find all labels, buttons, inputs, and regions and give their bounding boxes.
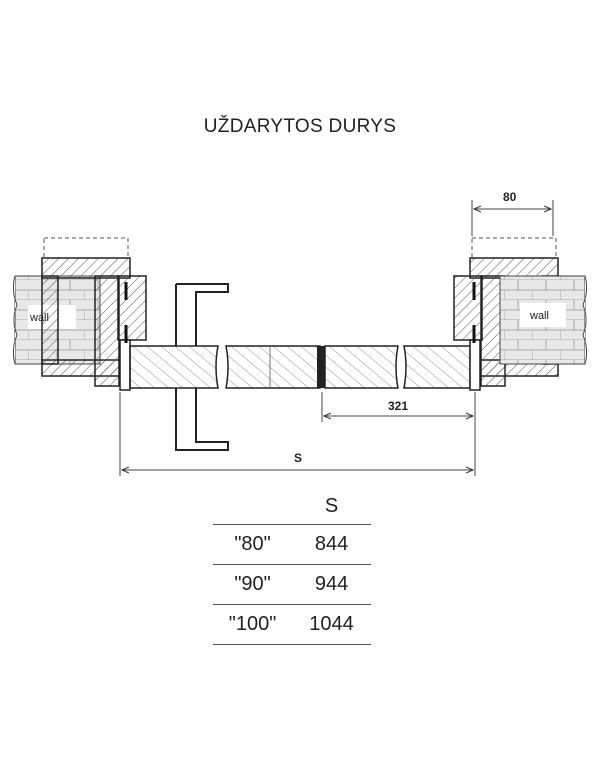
dim-321-label: 321 bbox=[388, 399, 408, 413]
table-cell-size: "100" bbox=[213, 604, 293, 645]
dimension-lines bbox=[119, 200, 554, 476]
left-frame bbox=[41, 237, 147, 391]
right-wall-label: wall bbox=[529, 310, 549, 322]
table-header-size bbox=[213, 488, 292, 525]
table-row: "100" 1044 bbox=[213, 604, 371, 645]
dim-80-label: 80 bbox=[503, 190, 517, 204]
door-section-drawing: wall bbox=[12, 190, 588, 476]
table-row: "90" 944 bbox=[213, 564, 371, 605]
table-cell-s: 944 bbox=[292, 564, 371, 605]
drawing-title: UŽDARYTOS DURYS bbox=[203, 116, 397, 137]
dim-s-label: S bbox=[294, 451, 302, 465]
table-cell-s: 1044 bbox=[292, 604, 371, 645]
table-header-row: S bbox=[213, 488, 371, 525]
table-cell-s: 844 bbox=[292, 524, 371, 565]
table-cell-size: "90" bbox=[213, 564, 293, 605]
table-header-s: S bbox=[324, 494, 339, 517]
door-leaves bbox=[129, 345, 471, 389]
door-handle bbox=[175, 283, 229, 451]
size-table: S "80" 844 "90" 944 "100" 1044 bbox=[213, 488, 371, 645]
right-wall: wall bbox=[499, 275, 588, 365]
table-row: "80" 844 bbox=[213, 524, 371, 565]
table-cell-size: "80" bbox=[213, 524, 293, 565]
